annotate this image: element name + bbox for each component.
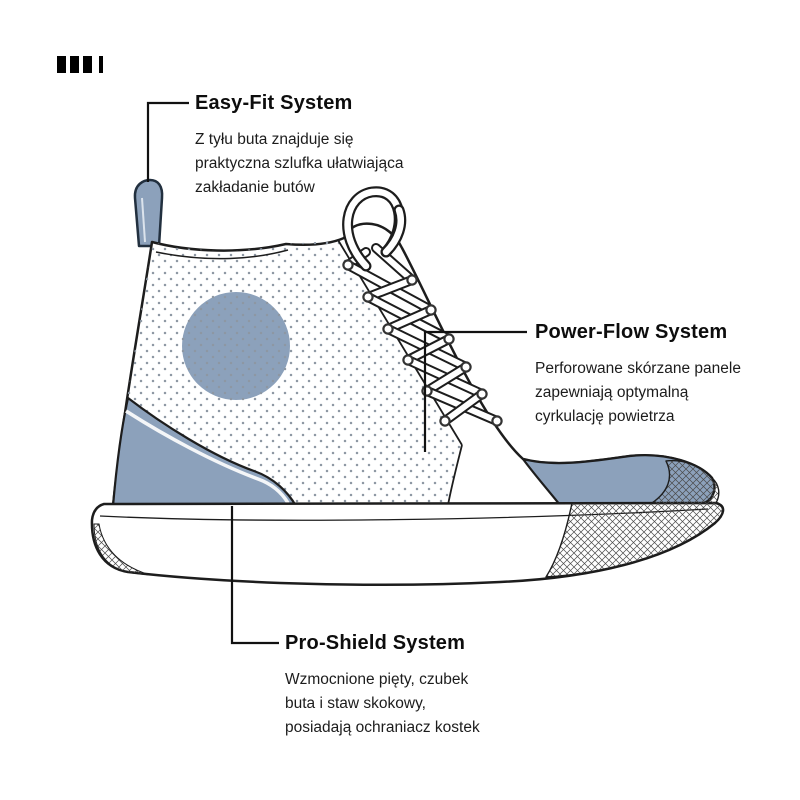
callout-pro-shield-title: Pro-Shield System <box>285 632 466 654</box>
heel-bumper-hatch <box>93 523 151 576</box>
callout-pro-shield-body: Wzmocnione pięty, czubek buta i staw sko… <box>285 671 480 736</box>
collar-seam <box>155 249 289 260</box>
heel-panel <box>111 396 298 508</box>
callout-easy-fit: Easy-Fit System Z tyłu buta znajduje się… <box>195 91 455 200</box>
callout-line-easy-fit <box>146 101 189 182</box>
callout-lines <box>146 101 527 645</box>
callout-power-flow: Power-Flow System Perforowane skórzane p… <box>535 320 785 429</box>
callout-easy-fit-title: Easy-Fit System <box>195 92 353 114</box>
callout-easy-fit-body: Z tyłu buta znajduje się praktyczna szlu… <box>195 131 404 196</box>
callout-line-pro-shield <box>230 506 279 645</box>
vamp-seam <box>447 444 463 506</box>
perforated-panel <box>113 240 462 506</box>
lace-knot-loop <box>342 186 407 272</box>
laces <box>342 186 503 427</box>
callout-power-flow-body: Perforowane skórzane panele zapewniają o… <box>535 360 741 425</box>
toe-bumper-hatch <box>545 459 724 578</box>
callout-pro-shield: Pro-Shield System Wzmocnione pięty, czub… <box>285 631 555 740</box>
brand-logo-icon <box>57 56 103 73</box>
callout-line-power-flow <box>423 330 527 452</box>
heel-pull-tab <box>133 178 164 248</box>
callout-power-flow-title: Power-Flow System <box>535 321 728 343</box>
